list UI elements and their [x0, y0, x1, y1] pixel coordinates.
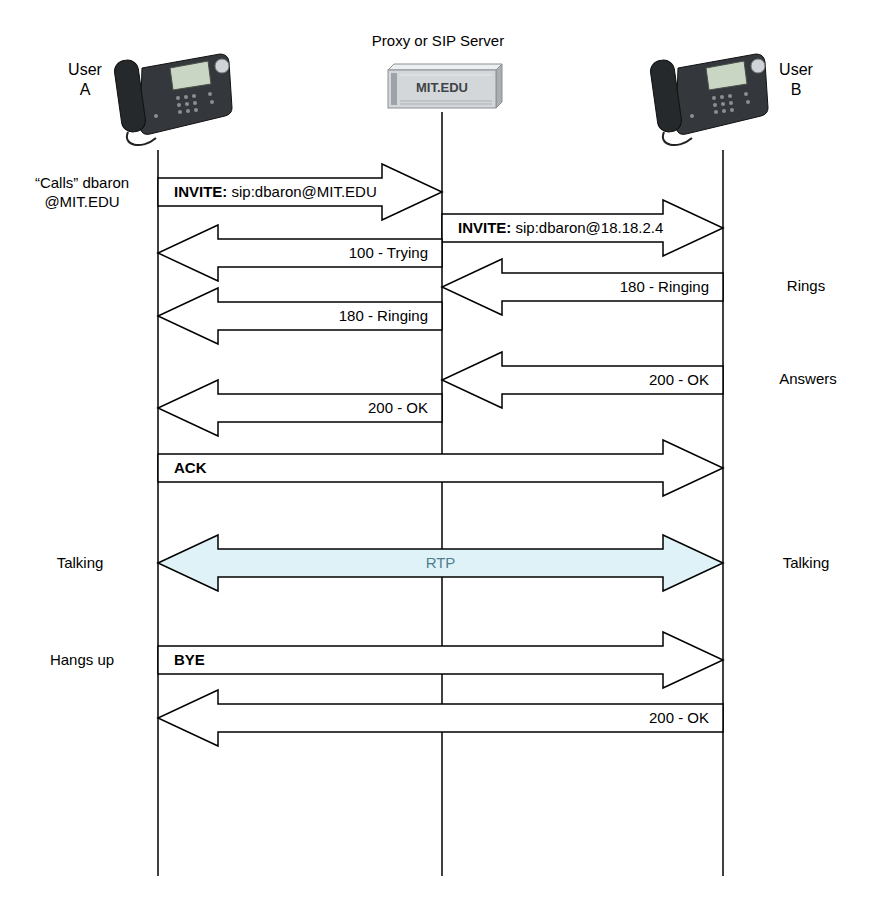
message-arrow	[158, 164, 442, 220]
server-icon	[388, 64, 502, 108]
message-label: RTP	[426, 554, 456, 572]
message-label: INVITE: sip:dbaron@MIT.EDU	[174, 183, 377, 201]
message-arrow	[442, 352, 723, 408]
phone-icon	[649, 54, 768, 145]
message-arrow	[158, 288, 442, 344]
state-note: Talking	[57, 553, 104, 573]
participant: Proxy or SIP Server	[338, 30, 546, 56]
message-label: 180 - Ringing	[339, 307, 428, 325]
message-arrow	[442, 200, 723, 256]
request-uri: sip:dbaron@18.18.2.4	[511, 219, 663, 236]
message-label: 200 - OK	[649, 371, 709, 389]
method-name: BYE	[174, 651, 205, 668]
lifeline	[157, 150, 159, 876]
media-stream-arrow	[158, 535, 723, 591]
participant-label: Proxy or SIP Server	[338, 32, 538, 51]
message-arrow	[158, 380, 442, 436]
message-label: 200 - OK	[368, 399, 428, 417]
message-label: INVITE: sip:dbaron@18.18.2.4	[458, 219, 663, 237]
message-label: 180 - Ringing	[620, 278, 709, 296]
participant-label: User A	[62, 60, 108, 100]
participant: User A	[58, 44, 258, 144]
message-label: ACK	[174, 459, 207, 477]
action-note: Hangs up	[50, 650, 114, 670]
message-arrow	[158, 440, 723, 496]
action-note: Answers	[779, 369, 837, 389]
message-arrow	[158, 632, 723, 688]
server-label: MIT.EDU	[416, 80, 468, 97]
phone-icon	[113, 54, 232, 145]
method-name: ACK	[174, 459, 207, 476]
request-uri: sip:dbaron@MIT.EDU	[227, 183, 376, 200]
message-label: 100 - Trying	[349, 244, 428, 262]
message-arrow	[442, 259, 723, 315]
lifeline	[722, 150, 724, 876]
action-note: “Calls” dbaron @MIT.EDU	[22, 173, 142, 212]
method-name: INVITE:	[458, 219, 511, 236]
message-arrow	[158, 690, 723, 746]
message-label: 200 - OK	[649, 709, 709, 727]
method-name: INVITE:	[174, 183, 227, 200]
message-label: BYE	[174, 651, 205, 669]
action-note: Rings	[787, 276, 825, 296]
state-note: Talking	[783, 553, 830, 573]
message-arrow	[158, 225, 442, 281]
participant: User B	[621, 44, 825, 144]
participant-label: User B	[773, 60, 819, 100]
